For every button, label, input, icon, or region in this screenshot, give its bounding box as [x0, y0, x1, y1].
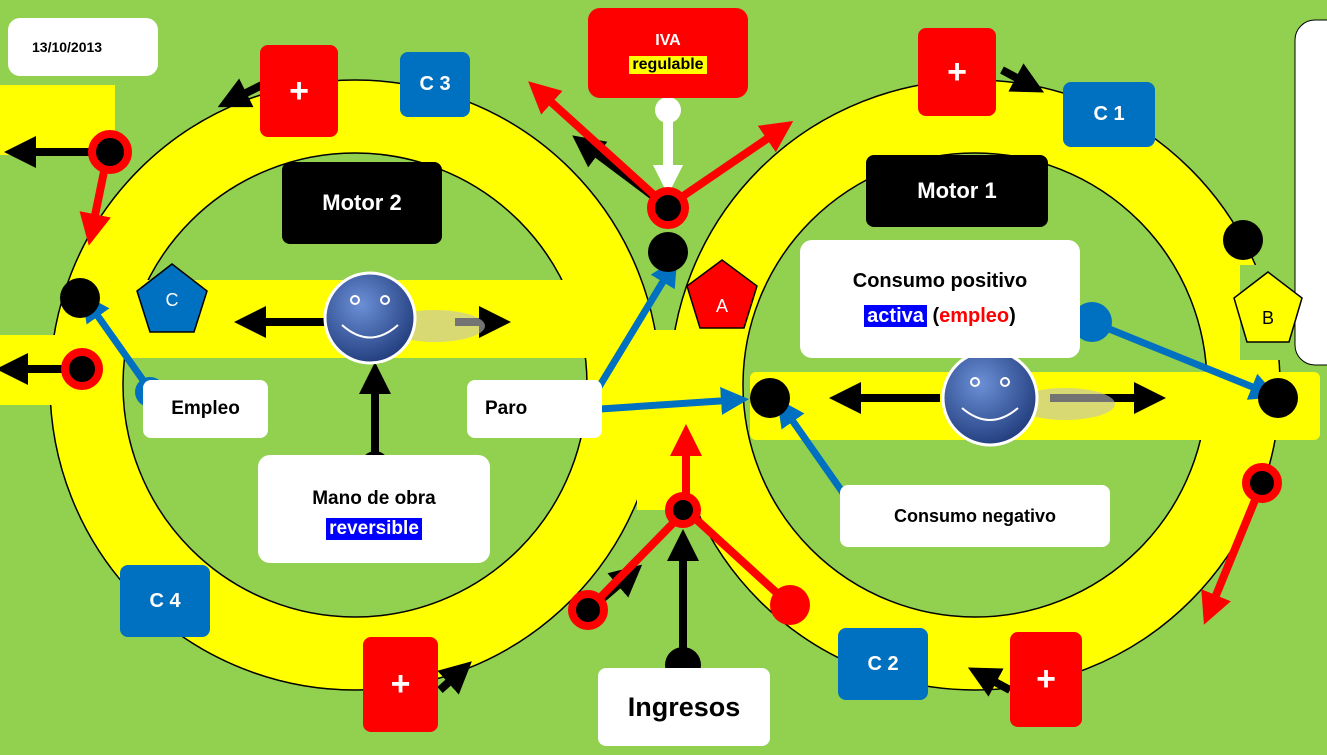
side-panel [1294, 19, 1327, 366]
consumo-positivo-label: Consumo positivo [852, 270, 1028, 292]
arrow-c2 [967, 667, 1012, 697]
c1-box: C 1 [1063, 82, 1155, 147]
c2-box: C 2 [838, 628, 928, 700]
arrow-iva-red-right [667, 120, 794, 209]
svg-text:B: B [1262, 308, 1274, 328]
paro-box: Paro [467, 380, 602, 438]
node-exit-bottom [61, 348, 103, 390]
paren-open: ( [926, 305, 940, 327]
pentagon-b: B [1233, 271, 1303, 343]
empleo-box: Empleo [143, 380, 268, 438]
node-iva [647, 187, 689, 229]
mano-de-obra-label: Mano de obra [312, 488, 436, 509]
activa-label: activa [864, 305, 927, 327]
arrow-bottom-plus [437, 661, 472, 695]
pentagon-c: C [136, 263, 208, 333]
arrow-right-red [1201, 481, 1266, 625]
iva-box: IVA regulable [588, 8, 748, 98]
node-ingresos-center [665, 492, 701, 528]
paren-close: ) [1009, 305, 1016, 327]
arrow-c3 [217, 78, 264, 108]
svg-text:A: A [716, 296, 728, 316]
arrow-iva-red-left [528, 81, 668, 208]
plus-box-top-left: + [260, 45, 338, 137]
arrow-paro-right [584, 386, 749, 415]
iva-title: IVA [655, 32, 681, 49]
mano-de-obra-box: Mano de obra reversible [258, 455, 490, 563]
channel-center [637, 330, 719, 510]
iva-sub: regulable [629, 56, 707, 74]
node-consumo-positivo-blue [1072, 302, 1112, 342]
consumo-negativo-box: Consumo negativo [840, 485, 1110, 547]
node-exit-top [88, 130, 132, 174]
node-right-ring [1223, 220, 1263, 260]
motor-1-label: Motor 1 [866, 155, 1048, 227]
face-motor-2 [323, 271, 485, 365]
activa-empleo-line: activa (empleo) [864, 305, 1016, 328]
consumo-positivo-box: Consumo positivo activa (empleo) [800, 240, 1080, 358]
ingresos-box: Ingresos [598, 668, 770, 746]
arrow-consumo-positivo [1090, 318, 1278, 400]
node-paro [648, 232, 688, 272]
node-consumo-negativo [750, 378, 790, 418]
node-right-red [1242, 463, 1282, 503]
svg-text:C: C [166, 290, 179, 310]
date-label: 13/10/2013 [8, 18, 158, 76]
pentagon-a: A [686, 259, 758, 329]
nodes [60, 130, 1298, 683]
motor-2-label: Motor 2 [282, 162, 442, 244]
reversible-label: reversible [326, 518, 422, 540]
node-ingresos-left [568, 590, 608, 630]
c4-box: C 4 [120, 565, 210, 637]
plus-box-top-right: + [918, 28, 996, 116]
node-b [1258, 378, 1298, 418]
arrow-c1 [1000, 63, 1045, 93]
node-ingresos-right [770, 585, 810, 625]
node-empleo [60, 278, 100, 318]
plus-box-bottom-left: + [363, 637, 438, 732]
empleo-red-label: empleo [939, 305, 1010, 327]
c3-box: C 3 [400, 52, 470, 117]
iva-white-dot [655, 97, 681, 123]
arrow-empleo [81, 293, 153, 393]
plus-box-bottom-right: + [1010, 632, 1082, 727]
